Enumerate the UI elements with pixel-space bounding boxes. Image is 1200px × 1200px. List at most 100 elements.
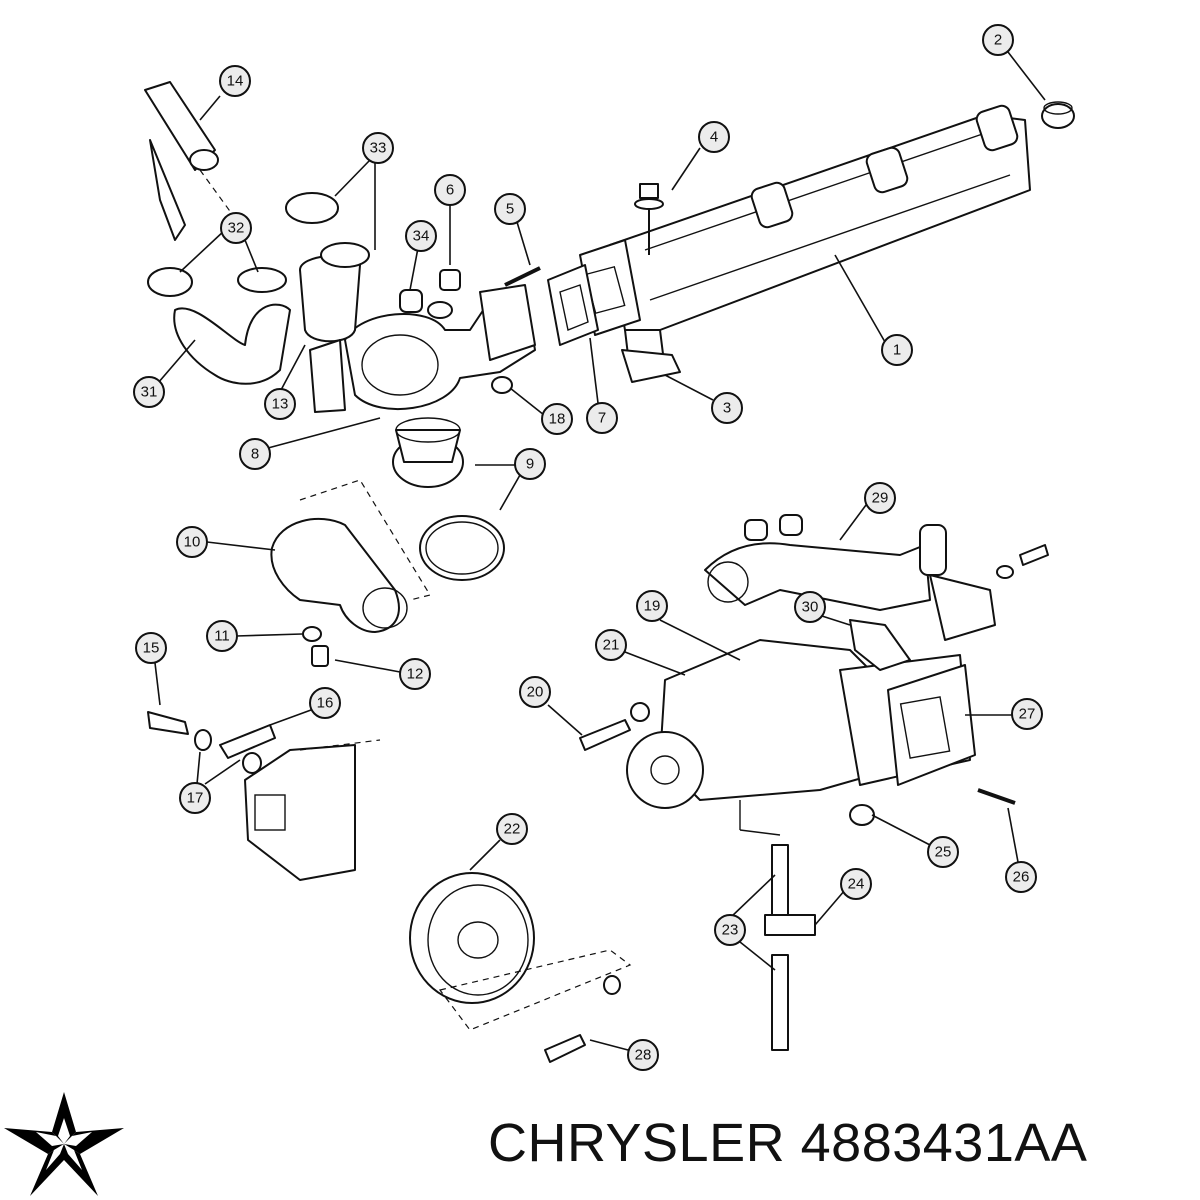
sleeve xyxy=(399,289,423,313)
callout-12: 12 xyxy=(399,658,431,690)
hose-clamp-33b xyxy=(320,242,370,268)
callout-17: 17 xyxy=(179,782,211,814)
leader-lines xyxy=(154,51,1046,1051)
callout-18: 18 xyxy=(541,403,573,435)
callout-27: 27 xyxy=(1011,698,1043,730)
svg-text:16: 16 xyxy=(317,695,334,712)
svg-text:10: 10 xyxy=(184,534,201,551)
svg-text:25: 25 xyxy=(935,844,952,861)
callout-4: 4 xyxy=(698,121,730,153)
svg-text:29: 29 xyxy=(872,490,889,507)
callout-32: 32 xyxy=(220,212,252,244)
pump-stud xyxy=(977,788,1016,805)
svg-text:14: 14 xyxy=(227,73,244,90)
svg-text:1: 1 xyxy=(893,342,901,359)
svg-text:9: 9 xyxy=(526,456,534,473)
callout-31: 31 xyxy=(133,376,165,408)
svg-text:21: 21 xyxy=(603,637,620,654)
svg-text:4: 4 xyxy=(710,129,718,146)
part-drawings xyxy=(144,81,1075,1063)
callout-9: 9 xyxy=(514,448,546,480)
callout-14: 14 xyxy=(219,65,251,97)
svg-text:24: 24 xyxy=(848,876,865,893)
svg-text:23: 23 xyxy=(722,922,739,939)
hose-clamp-33a xyxy=(285,192,339,224)
callout-6: 6 xyxy=(434,174,466,206)
lower-hose xyxy=(173,303,291,385)
svg-text:2: 2 xyxy=(994,32,1002,49)
svg-text:17: 17 xyxy=(187,790,204,807)
svg-text:30: 30 xyxy=(802,599,819,616)
callout-24: 24 xyxy=(840,868,872,900)
svg-text:27: 27 xyxy=(1019,706,1036,723)
pulley-bolt xyxy=(544,1034,586,1063)
nut xyxy=(439,269,461,291)
svg-text:7: 7 xyxy=(598,410,606,427)
svg-text:22: 22 xyxy=(504,821,521,838)
drain-tube xyxy=(739,800,816,1051)
upper-hose xyxy=(299,254,361,343)
callout-1: 1 xyxy=(881,334,913,366)
callout-16: 16 xyxy=(309,687,341,719)
callout-29: 29 xyxy=(864,482,896,514)
callout-28: 28 xyxy=(627,1039,659,1071)
callout-20: 20 xyxy=(519,676,551,708)
callout-30: 30 xyxy=(794,591,826,623)
rail-bolt xyxy=(634,183,664,255)
part-number: 4883431AA xyxy=(800,1113,1088,1173)
svg-text:28: 28 xyxy=(635,1047,652,1064)
svg-text:19: 19 xyxy=(644,598,661,615)
svg-text:12: 12 xyxy=(407,666,424,683)
flange-gasket xyxy=(547,264,599,346)
pump-bolt xyxy=(579,719,631,751)
callout-21: 21 xyxy=(595,629,627,661)
callout-2: 2 xyxy=(982,24,1014,56)
svg-text:32: 32 xyxy=(228,220,245,237)
end-cap xyxy=(1041,103,1075,129)
svg-text:3: 3 xyxy=(723,400,731,417)
small-nut xyxy=(302,626,322,642)
outlet-elbow xyxy=(270,517,408,633)
hose-clamp-32b xyxy=(237,267,287,293)
callout-33: 33 xyxy=(362,132,394,164)
chrysler-pentastar-icon xyxy=(4,1092,124,1196)
callout-13: 13 xyxy=(264,388,296,420)
pulley xyxy=(409,872,535,1004)
pump-nut xyxy=(849,804,875,826)
inlet-pipe xyxy=(144,81,219,241)
brand-part-number-title: CHRYSLER 4883431AA xyxy=(488,1108,1188,1178)
callout-26: 26 xyxy=(1005,861,1037,893)
svg-text:18: 18 xyxy=(549,411,566,428)
svg-text:31: 31 xyxy=(141,384,158,401)
svg-text:8: 8 xyxy=(251,446,259,463)
svg-text:6: 6 xyxy=(446,182,454,199)
callout-3: 3 xyxy=(711,392,743,424)
callout-19: 19 xyxy=(636,590,668,622)
thermostat xyxy=(392,417,505,581)
svg-text:34: 34 xyxy=(413,228,430,245)
callout-7: 7 xyxy=(586,402,618,434)
upper-outlet-pipe xyxy=(704,514,1049,641)
callout-22: 22 xyxy=(496,813,528,845)
stud xyxy=(504,266,541,287)
svg-text:15: 15 xyxy=(143,640,160,657)
callout-23: 23 xyxy=(714,914,746,946)
callout-25: 25 xyxy=(927,836,959,868)
svg-text:11: 11 xyxy=(214,628,230,645)
lower-bracket xyxy=(621,349,681,383)
hose-clamp-32a xyxy=(147,267,193,297)
coolant-manifold-rail xyxy=(579,104,1031,373)
svg-text:33: 33 xyxy=(370,140,387,157)
callout-11: 11 xyxy=(206,620,238,652)
water-pump-assembly xyxy=(626,639,976,809)
svg-text:26: 26 xyxy=(1013,869,1030,886)
svg-text:20: 20 xyxy=(527,684,544,701)
engine-block-fragment xyxy=(244,739,381,881)
brand-name: CHRYSLER xyxy=(488,1113,786,1173)
svg-text:5: 5 xyxy=(506,201,514,218)
callout-15: 15 xyxy=(135,632,167,664)
flange-nut xyxy=(491,376,513,394)
callout-34: 34 xyxy=(405,220,437,252)
small-bolt xyxy=(311,645,329,667)
